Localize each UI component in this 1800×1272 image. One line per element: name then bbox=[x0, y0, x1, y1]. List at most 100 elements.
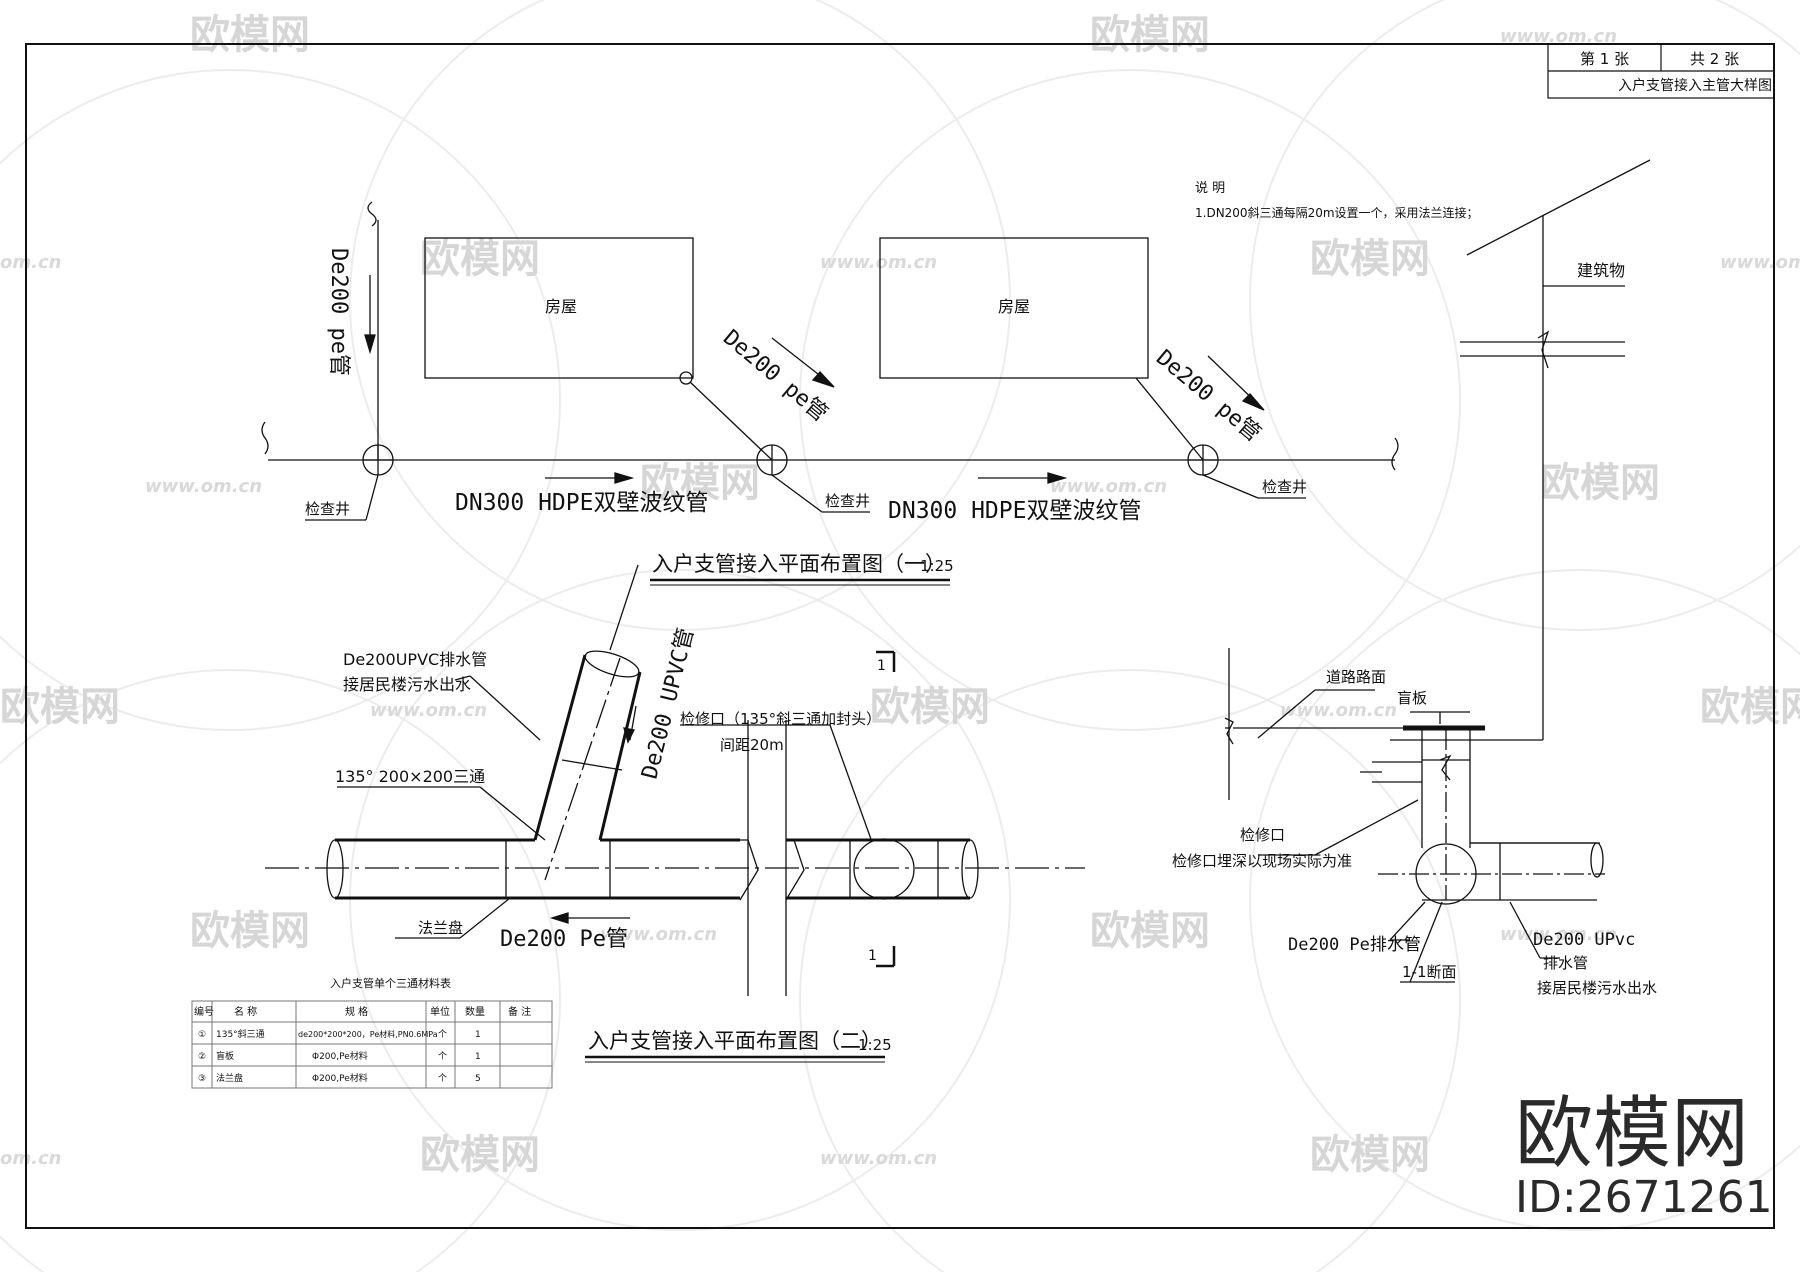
building-label: 建筑物 bbox=[1577, 261, 1625, 280]
pe-pipe-label: De200 Pe排水管 bbox=[1288, 935, 1421, 955]
watermark-brand: 欧模网 bbox=[1540, 460, 1660, 506]
branch-pipe-label: De200 UPVC管 bbox=[638, 626, 700, 782]
svg-text:个: 个 bbox=[438, 1029, 447, 1040]
table-header: 备 注 bbox=[508, 1005, 531, 1018]
svg-text:1: 1 bbox=[475, 1052, 481, 1062]
house-label: 房屋 bbox=[998, 297, 1030, 316]
svg-text:Φ200,Pe材料: Φ200,Pe材料 bbox=[312, 1050, 368, 1062]
svg-text:②: ② bbox=[198, 1052, 206, 1062]
upvc-label: 接居民楼污水出水 bbox=[343, 675, 471, 694]
material-table-grid bbox=[191, 1000, 553, 1089]
watermark-url: www.om.cn bbox=[820, 1148, 937, 1169]
manhole-label: 检查井 bbox=[305, 500, 350, 518]
access-label: 检修口（135°斜三通加封头） bbox=[680, 710, 881, 728]
table-header: 数量 bbox=[465, 1005, 485, 1018]
pipe-label-vertical: De200 pe管 bbox=[326, 248, 351, 376]
table-title: 入户支管单个三通材料表 bbox=[330, 976, 451, 990]
plan1-geometry bbox=[261, 201, 1399, 521]
table-header: 规 格 bbox=[345, 1005, 368, 1018]
watermark-brand: 欧模网 bbox=[0, 684, 120, 730]
watermark-texts: 欧模网 欧模网 www.om.cn om.cn 欧模网 www.om.cn 欧模… bbox=[0, 12, 1800, 1178]
notes-heading: 说 明 bbox=[1195, 181, 1225, 196]
svg-text:①: ① bbox=[198, 1030, 206, 1040]
access-spacing: 间距20m bbox=[720, 736, 784, 754]
watermark-brand: 欧模网 bbox=[870, 684, 990, 730]
svg-text:个: 个 bbox=[438, 1073, 447, 1084]
watermark-brand: 欧模网 bbox=[190, 908, 310, 954]
svg-text:③: ③ bbox=[198, 1074, 206, 1084]
watermark-url: www.om.cn bbox=[1500, 924, 1617, 945]
watermark-brand: 欧模网 bbox=[420, 236, 540, 282]
watermark-brand: 欧模网 bbox=[1090, 908, 1210, 954]
notes-line-1: 1.DN200斜三通每隔20m设置一个，采用法兰连接； bbox=[1195, 205, 1479, 220]
svg-text:135°斜三通: 135°斜三通 bbox=[216, 1028, 265, 1040]
drawing-frame bbox=[25, 43, 1775, 1229]
flange-label: 法兰盘 bbox=[418, 919, 463, 937]
sheet-number: 第 1 张 bbox=[1580, 50, 1629, 68]
main-pipe-label: De200 Pe管 bbox=[500, 927, 628, 952]
watermark-url: www.om.cn bbox=[820, 252, 937, 273]
table-row: ③ 法兰盘 Φ200,Pe材料 个 5 bbox=[198, 1072, 481, 1084]
material-table-headers: 编号 名 称 规 格 单位 数量 备 注 bbox=[194, 1005, 531, 1018]
watermark-brand: 欧模网 bbox=[640, 460, 760, 506]
upvc-label: 排水管 bbox=[1543, 954, 1588, 972]
table-row: ① 135°斜三通 de200*200*200，Pe材料,PN0.6MPa 个 … bbox=[198, 1028, 481, 1040]
table-header: 单位 bbox=[430, 1005, 450, 1018]
svg-text:个: 个 bbox=[438, 1051, 447, 1062]
main-pipe-label: DN300 HDPE双壁波纹管 bbox=[455, 490, 708, 516]
watermark-url: www.om.cn bbox=[370, 700, 487, 721]
svg-text:de200*200*200，Pe材料,PN0.6MPa: de200*200*200，Pe材料,PN0.6MPa bbox=[298, 1029, 438, 1039]
material-table-rows: ① 135°斜三通 de200*200*200，Pe材料,PN0.6MPa 个 … bbox=[198, 1028, 481, 1084]
watermark-brand: 欧模网 bbox=[1310, 236, 1430, 282]
plan1-caption: 入户支管接入平面布置图（一） bbox=[652, 552, 946, 576]
manhole-label: 检查井 bbox=[1262, 478, 1307, 496]
upvc-label: 接居民楼污水出水 bbox=[1537, 979, 1657, 997]
upvc-label: De200UPVC排水管 bbox=[343, 650, 487, 669]
section-mark: 1 bbox=[877, 658, 886, 674]
tee-label: 135° 200×200三通 bbox=[335, 767, 485, 786]
watermark-url: www.om.cn bbox=[600, 924, 717, 945]
table-header: 名 称 bbox=[234, 1005, 257, 1018]
plan2-geometry bbox=[265, 564, 1085, 996]
plan1-caption-underline bbox=[650, 578, 950, 586]
main-pipe-label: DN300 HDPE双壁波纹管 bbox=[888, 498, 1141, 524]
watermark-url: www.om.cn bbox=[1050, 476, 1167, 497]
blind-plate-label: 盲板 bbox=[1397, 689, 1427, 707]
section-mark: 1 bbox=[868, 948, 877, 964]
model-id: ID:2671261 bbox=[1515, 1172, 1773, 1223]
watermark-brand: 欧模网 bbox=[190, 12, 310, 58]
table-row: ② 盲板 Φ200,Pe材料 个 1 bbox=[198, 1050, 481, 1062]
svg-text:5: 5 bbox=[475, 1074, 481, 1084]
svg-text:Φ200,Pe材料: Φ200,Pe材料 bbox=[312, 1072, 368, 1084]
watermark-url: www.om.cn bbox=[145, 476, 262, 497]
sheet-total: 共 2 张 bbox=[1690, 50, 1739, 68]
plan2-caption: 入户支管接入平面布置图（二） bbox=[588, 1029, 882, 1053]
watermark-brand: 欧模网 bbox=[420, 1132, 540, 1178]
svg-text:1: 1 bbox=[475, 1030, 481, 1040]
brand-logo: 欧模网 bbox=[1515, 1089, 1749, 1179]
house-label: 房屋 bbox=[545, 297, 577, 316]
title-block bbox=[1547, 43, 1775, 99]
table-header: 编号 bbox=[194, 1005, 214, 1018]
upvc-label: De200 UPvc bbox=[1533, 930, 1635, 950]
watermark-url: om.cn bbox=[0, 1148, 61, 1169]
section-caption: 1-1断面 bbox=[1402, 963, 1457, 981]
svg-text:法兰盘: 法兰盘 bbox=[216, 1072, 243, 1084]
watermark-brand: 欧模网 bbox=[1700, 684, 1800, 730]
watermark-brand: 欧模网 bbox=[1090, 12, 1210, 58]
watermark-url: www.om.cn bbox=[1280, 700, 1397, 721]
access-label: 检修口 bbox=[1240, 826, 1285, 844]
watermark-brand: 欧模网 bbox=[1310, 1132, 1430, 1178]
svg-text:盲板: 盲板 bbox=[216, 1050, 234, 1062]
plan2-caption-underline bbox=[585, 1055, 885, 1063]
section-geometry bbox=[1224, 159, 1651, 983]
watermark-url: www.om.cn bbox=[1720, 252, 1800, 273]
manhole-label: 检查井 bbox=[825, 492, 870, 510]
access-depth-label: 检修口埋深以现场实际为准 bbox=[1172, 852, 1352, 870]
road-label: 道路路面 bbox=[1326, 668, 1386, 686]
watermark-url: om.cn bbox=[0, 252, 61, 273]
watermark-url: www.om.cn bbox=[1500, 26, 1617, 47]
drawing-name: 入户支管接入主管大样图 bbox=[1618, 77, 1772, 94]
